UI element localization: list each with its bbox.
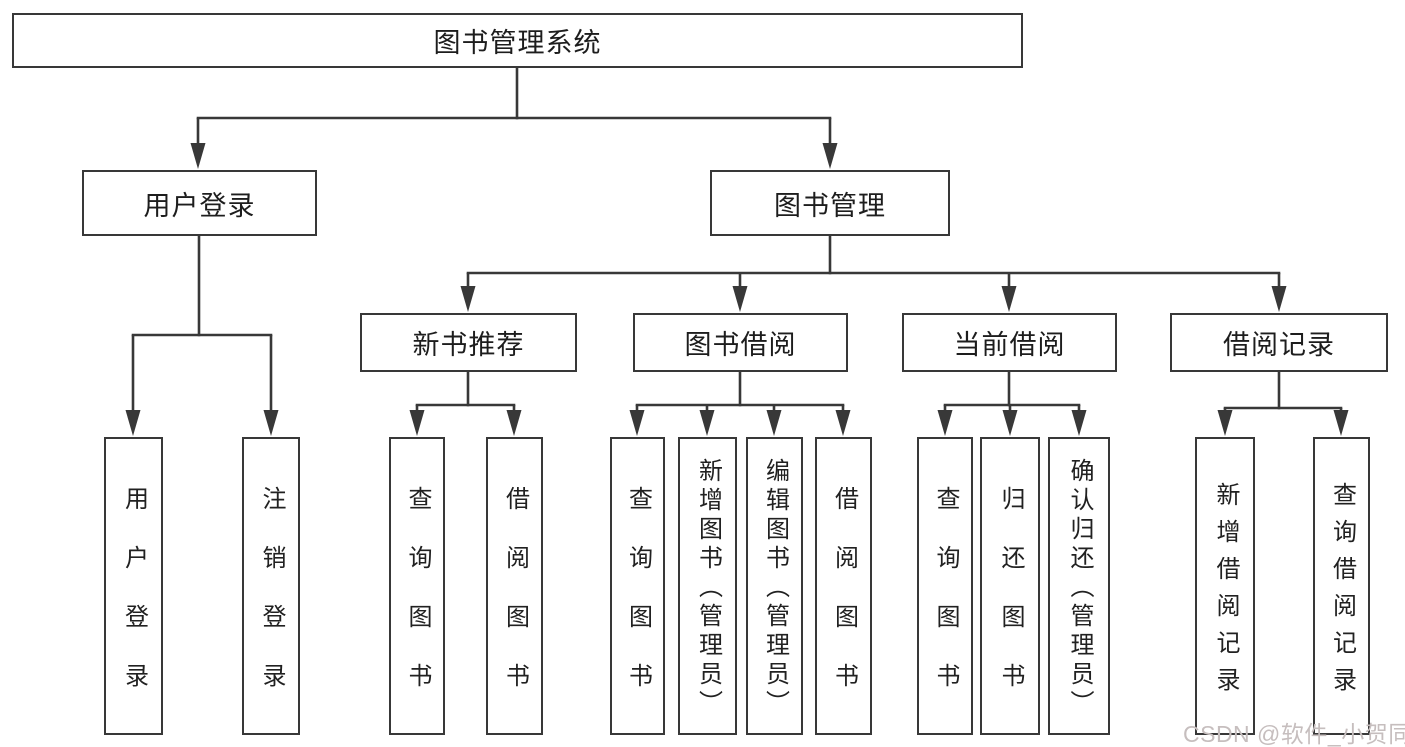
csdn-watermark: CSDN @软件_小贺同学	[1183, 721, 1405, 747]
leaf-user-login: 用户登录	[104, 437, 163, 735]
node-user-login: 用户登录	[82, 170, 317, 236]
node-library-management-system: 图书管理系统	[12, 13, 1023, 68]
node-current-borrowing: 当前借阅	[902, 313, 1117, 372]
node-label: 新增图书（管理员）	[694, 458, 722, 719]
node-label: 查询图书	[404, 485, 431, 722]
connector-mgmt-to-level3	[460, 236, 1287, 312]
node-label: 编辑图书（管理员）	[761, 458, 789, 719]
node-label: 归还图书	[997, 485, 1024, 722]
node-label: 注销登录	[258, 485, 285, 722]
node-label: 当前借阅	[953, 330, 1066, 360]
leaf-confirm-return-admin: 确认归还（管理员）	[1048, 437, 1110, 735]
arrowhead	[1333, 410, 1349, 436]
node-label: 借阅记录	[1223, 330, 1335, 360]
arrowhead	[629, 410, 645, 436]
connector-root-to-level2	[190, 68, 838, 169]
arrowhead	[732, 286, 748, 312]
arrowhead	[1002, 410, 1018, 436]
connector-current-to-leaves	[937, 372, 1087, 436]
leaf-borrow-books-recommend: 借阅图书	[486, 437, 543, 735]
leaf-query-borrow-record: 查询借阅记录	[1313, 437, 1370, 735]
arrowhead	[766, 410, 782, 436]
connector-bookborrow-to-leaves	[629, 372, 851, 436]
node-label: 借阅图书	[830, 485, 858, 722]
node-label: 借阅图书	[501, 485, 529, 722]
arrowhead	[460, 286, 476, 312]
arrowhead	[1071, 410, 1087, 436]
node-label: 新书推荐	[412, 330, 525, 360]
node-label: 查询图书	[624, 485, 652, 722]
connector-records-to-leaves	[1217, 372, 1349, 436]
arrowhead	[263, 410, 279, 436]
arrowhead	[1001, 286, 1017, 312]
arrowhead	[1217, 410, 1233, 436]
leaf-return-books: 归还图书	[980, 437, 1040, 735]
leaf-query-books-current: 查询图书	[917, 437, 973, 735]
node-label: 查询借阅记录	[1328, 481, 1356, 704]
leaf-add-borrow-record: 新增借阅记录	[1195, 437, 1255, 735]
arrowhead	[937, 410, 953, 436]
arrowhead	[835, 410, 851, 436]
node-label: 确认归还（管理员）	[1066, 458, 1093, 719]
leaf-query-books-borrowing: 查询图书	[610, 437, 665, 735]
arrowhead	[699, 410, 715, 436]
node-new-book-recommendation: 新书推荐	[360, 313, 577, 372]
node-borrowing-records: 借阅记录	[1170, 313, 1388, 372]
arrowhead	[409, 410, 425, 436]
connector-newbook-to-leaves	[409, 372, 522, 436]
arrowhead	[822, 143, 838, 169]
leaf-query-books-recommend: 查询图书	[389, 437, 445, 735]
arrowhead	[190, 143, 206, 169]
leaf-edit-books-admin: 编辑图书（管理员）	[746, 437, 803, 735]
node-label: 图书管理	[774, 190, 886, 221]
leaf-logout: 注销登录	[242, 437, 300, 735]
arrowhead	[1271, 286, 1287, 312]
node-book-management: 图书管理	[710, 170, 950, 236]
node-label: 图书借阅	[684, 330, 797, 360]
leaf-borrow-books: 借阅图书	[815, 437, 872, 735]
node-label: 用户登录	[120, 485, 148, 722]
node-label: 用户登录	[143, 190, 256, 221]
node-label: 新增借阅记录	[1212, 481, 1239, 704]
connector-login-to-leaves	[125, 236, 279, 436]
arrowhead	[125, 410, 141, 436]
leaf-add-books-admin: 新增图书（管理员）	[678, 437, 737, 735]
arrowhead	[506, 410, 522, 436]
node-label: 查询图书	[932, 485, 959, 722]
node-book-borrowing: 图书借阅	[633, 313, 848, 372]
node-label: 图书管理系统	[433, 28, 602, 58]
